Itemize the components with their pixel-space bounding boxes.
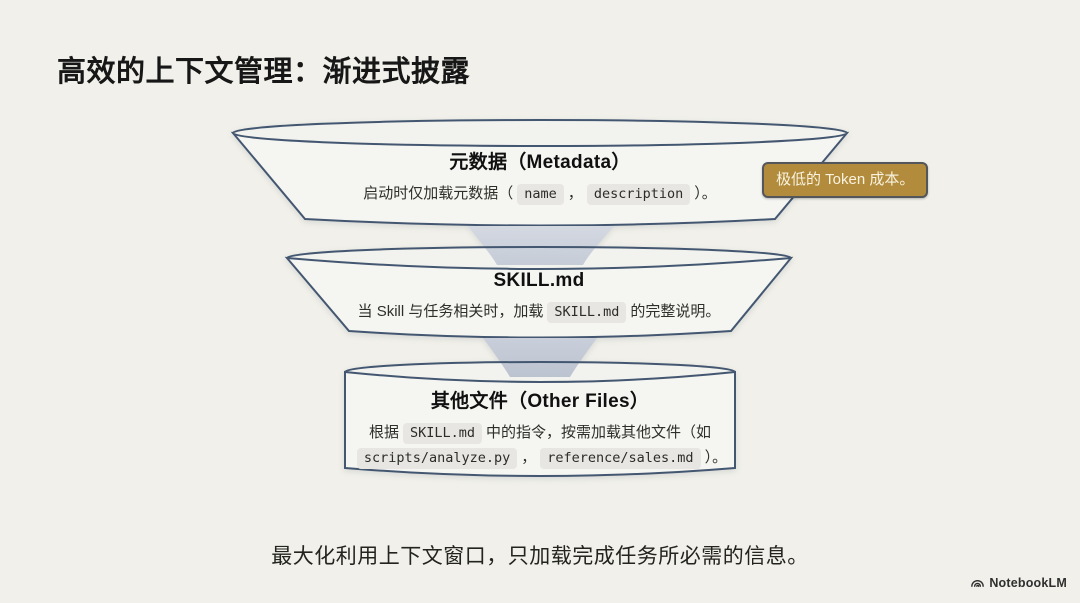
code-chip-sales-md: reference/sales.md (540, 448, 701, 469)
tier-skill-md-heading: SKILL.md (493, 270, 585, 291)
brand-label: NotebookLM (989, 575, 1067, 590)
desc-text: 当 Skill 与任务相关时，加载 (357, 303, 544, 320)
funnel-tier1-rim (232, 119, 848, 147)
code-chip-name: name (517, 184, 564, 205)
desc-text: 启动时仅加载元数据（ (363, 185, 514, 202)
funnel-neck-1 (468, 226, 614, 265)
code-chip-analyze-py: scripts/analyze.py (356, 448, 518, 469)
code-chip-skill-md: SKILL.md (547, 302, 627, 323)
desc-text: ， (567, 185, 583, 202)
brand-watermark: NotebookLM (970, 575, 1067, 590)
desc-text: ）。 (694, 185, 717, 202)
desc-text: 中的指令，按需加载其他文件（如 (486, 424, 712, 441)
token-cost-badge: 极低的 Token 成本。 (762, 162, 929, 198)
code-chip-skill-md: SKILL.md (402, 423, 483, 444)
desc-text: 根据 (368, 424, 399, 441)
funnel-tier-metadata: 元数据（Metadata） 启动时仅加载元数据（name，description… (240, 150, 840, 206)
notebooklm-logo-icon (970, 575, 985, 590)
tier-other-files-heading: 其他文件（Other Files） (430, 391, 650, 412)
slide-caption: 最大化利用上下文窗口，只加载完成任务所必需的信息。 (271, 545, 809, 568)
tier-metadata-description: 启动时仅加载元数据（name，description）。 (240, 181, 840, 206)
tier-metadata-heading: 元数据（Metadata） (449, 152, 631, 173)
funnel-neck-2 (483, 338, 597, 377)
slide-title: 高效的上下文管理：渐进式披露 (57, 56, 471, 88)
funnel-tier2-bowl (284, 256, 794, 339)
desc-text: ）。 (704, 449, 728, 466)
desc-text: 的完整说明。 (630, 303, 721, 320)
code-chip-description: description (586, 184, 691, 205)
desc-text: ， (521, 449, 537, 466)
